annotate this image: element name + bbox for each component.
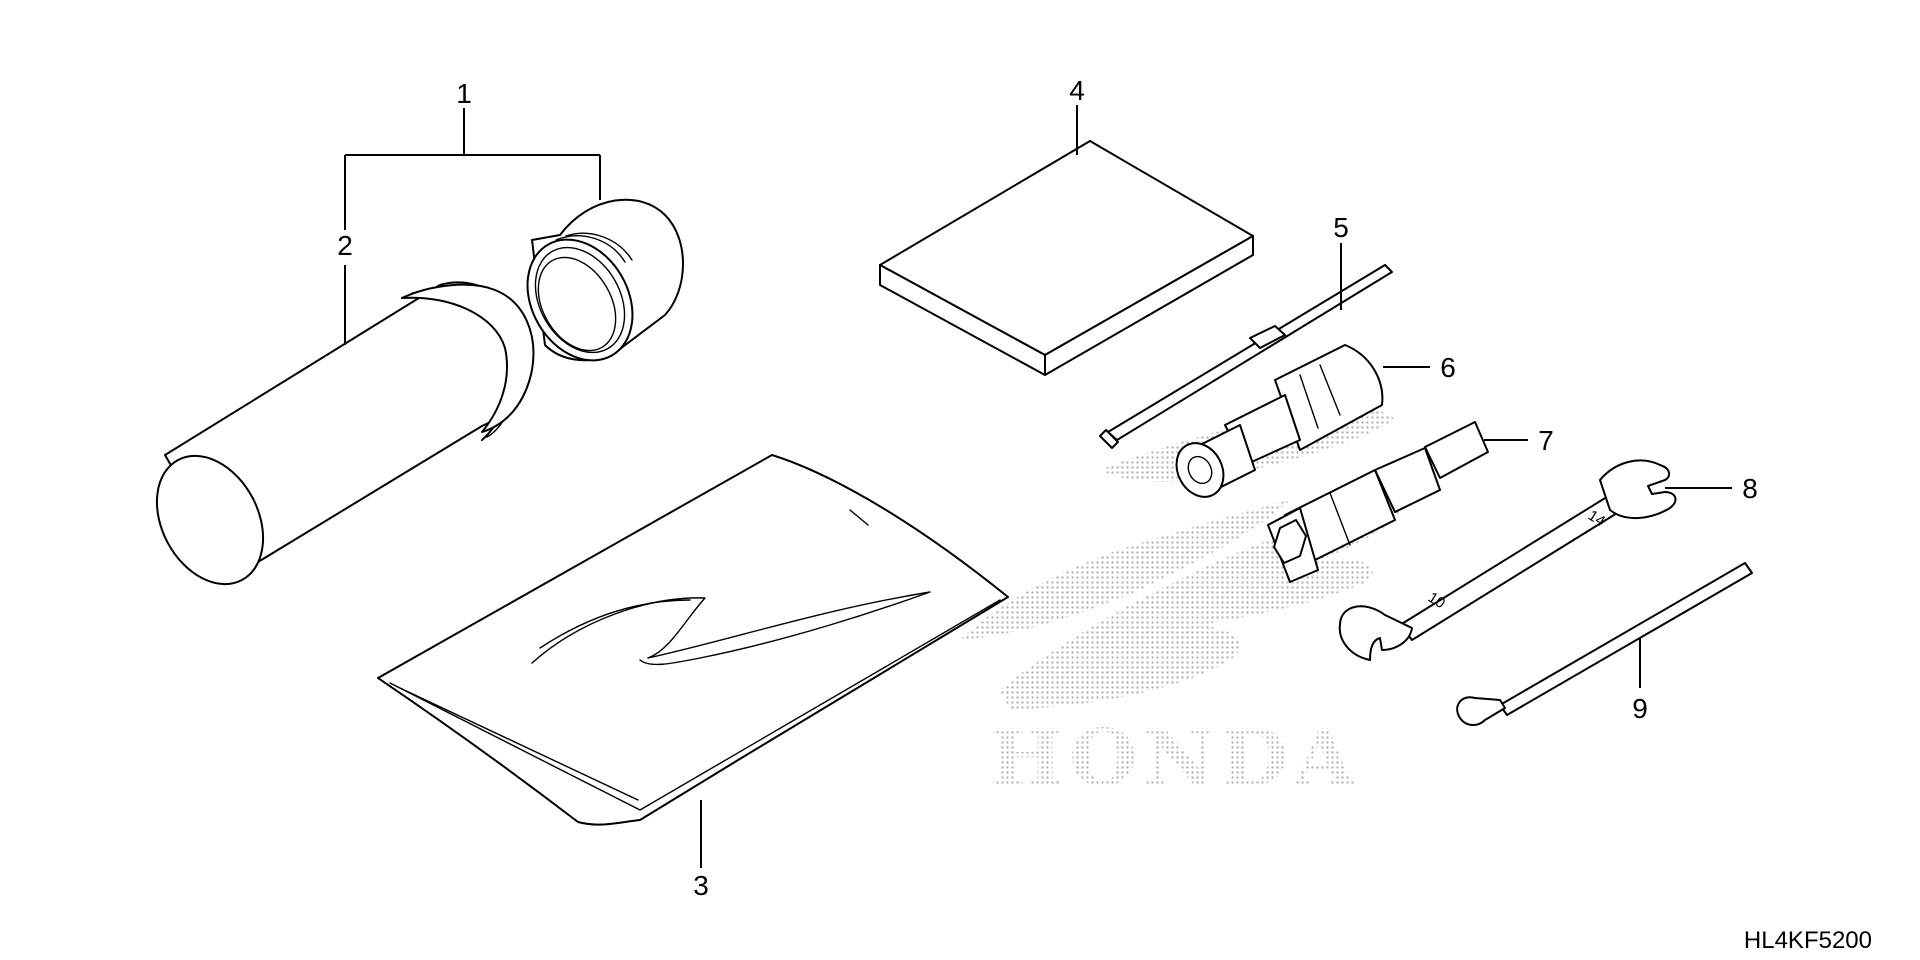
spark-plug-wrench (1267, 421, 1489, 583)
callout-7: 7 (1538, 425, 1554, 456)
tool-tube-cap (526, 198, 684, 362)
leader-line-1 (344, 108, 601, 230)
leader-lines (344, 105, 1732, 868)
pin-spanner (1456, 562, 1753, 726)
callout-6: 6 (1440, 352, 1456, 383)
tool-tube (155, 281, 535, 586)
owners-manual (879, 140, 1254, 376)
honda-wing-logo (960, 408, 1405, 710)
callout-5: 5 (1333, 212, 1349, 243)
open-end-wrench: 14 10 (1338, 459, 1677, 661)
honda-watermark: HONDA (960, 408, 1405, 804)
callout-2: 2 (337, 230, 353, 261)
screwdriver-handle (1175, 344, 1384, 498)
callout-numbers: 1 2 3 4 5 6 7 8 9 (337, 75, 1758, 901)
callout-3: 3 (693, 870, 709, 901)
callout-9: 9 (1632, 693, 1648, 724)
drawing-code: HL4KF5200 (1744, 927, 1872, 954)
callout-4: 4 (1069, 75, 1085, 106)
honda-wordmark: HONDA (989, 713, 1360, 804)
wrench-marking-10: 10 (1425, 589, 1448, 612)
callout-1: 1 (456, 78, 472, 109)
screwdriver (1099, 264, 1393, 449)
document-bag (377, 454, 1009, 826)
wrench-marking-14: 14 (1585, 507, 1608, 530)
callout-8: 8 (1742, 473, 1758, 504)
